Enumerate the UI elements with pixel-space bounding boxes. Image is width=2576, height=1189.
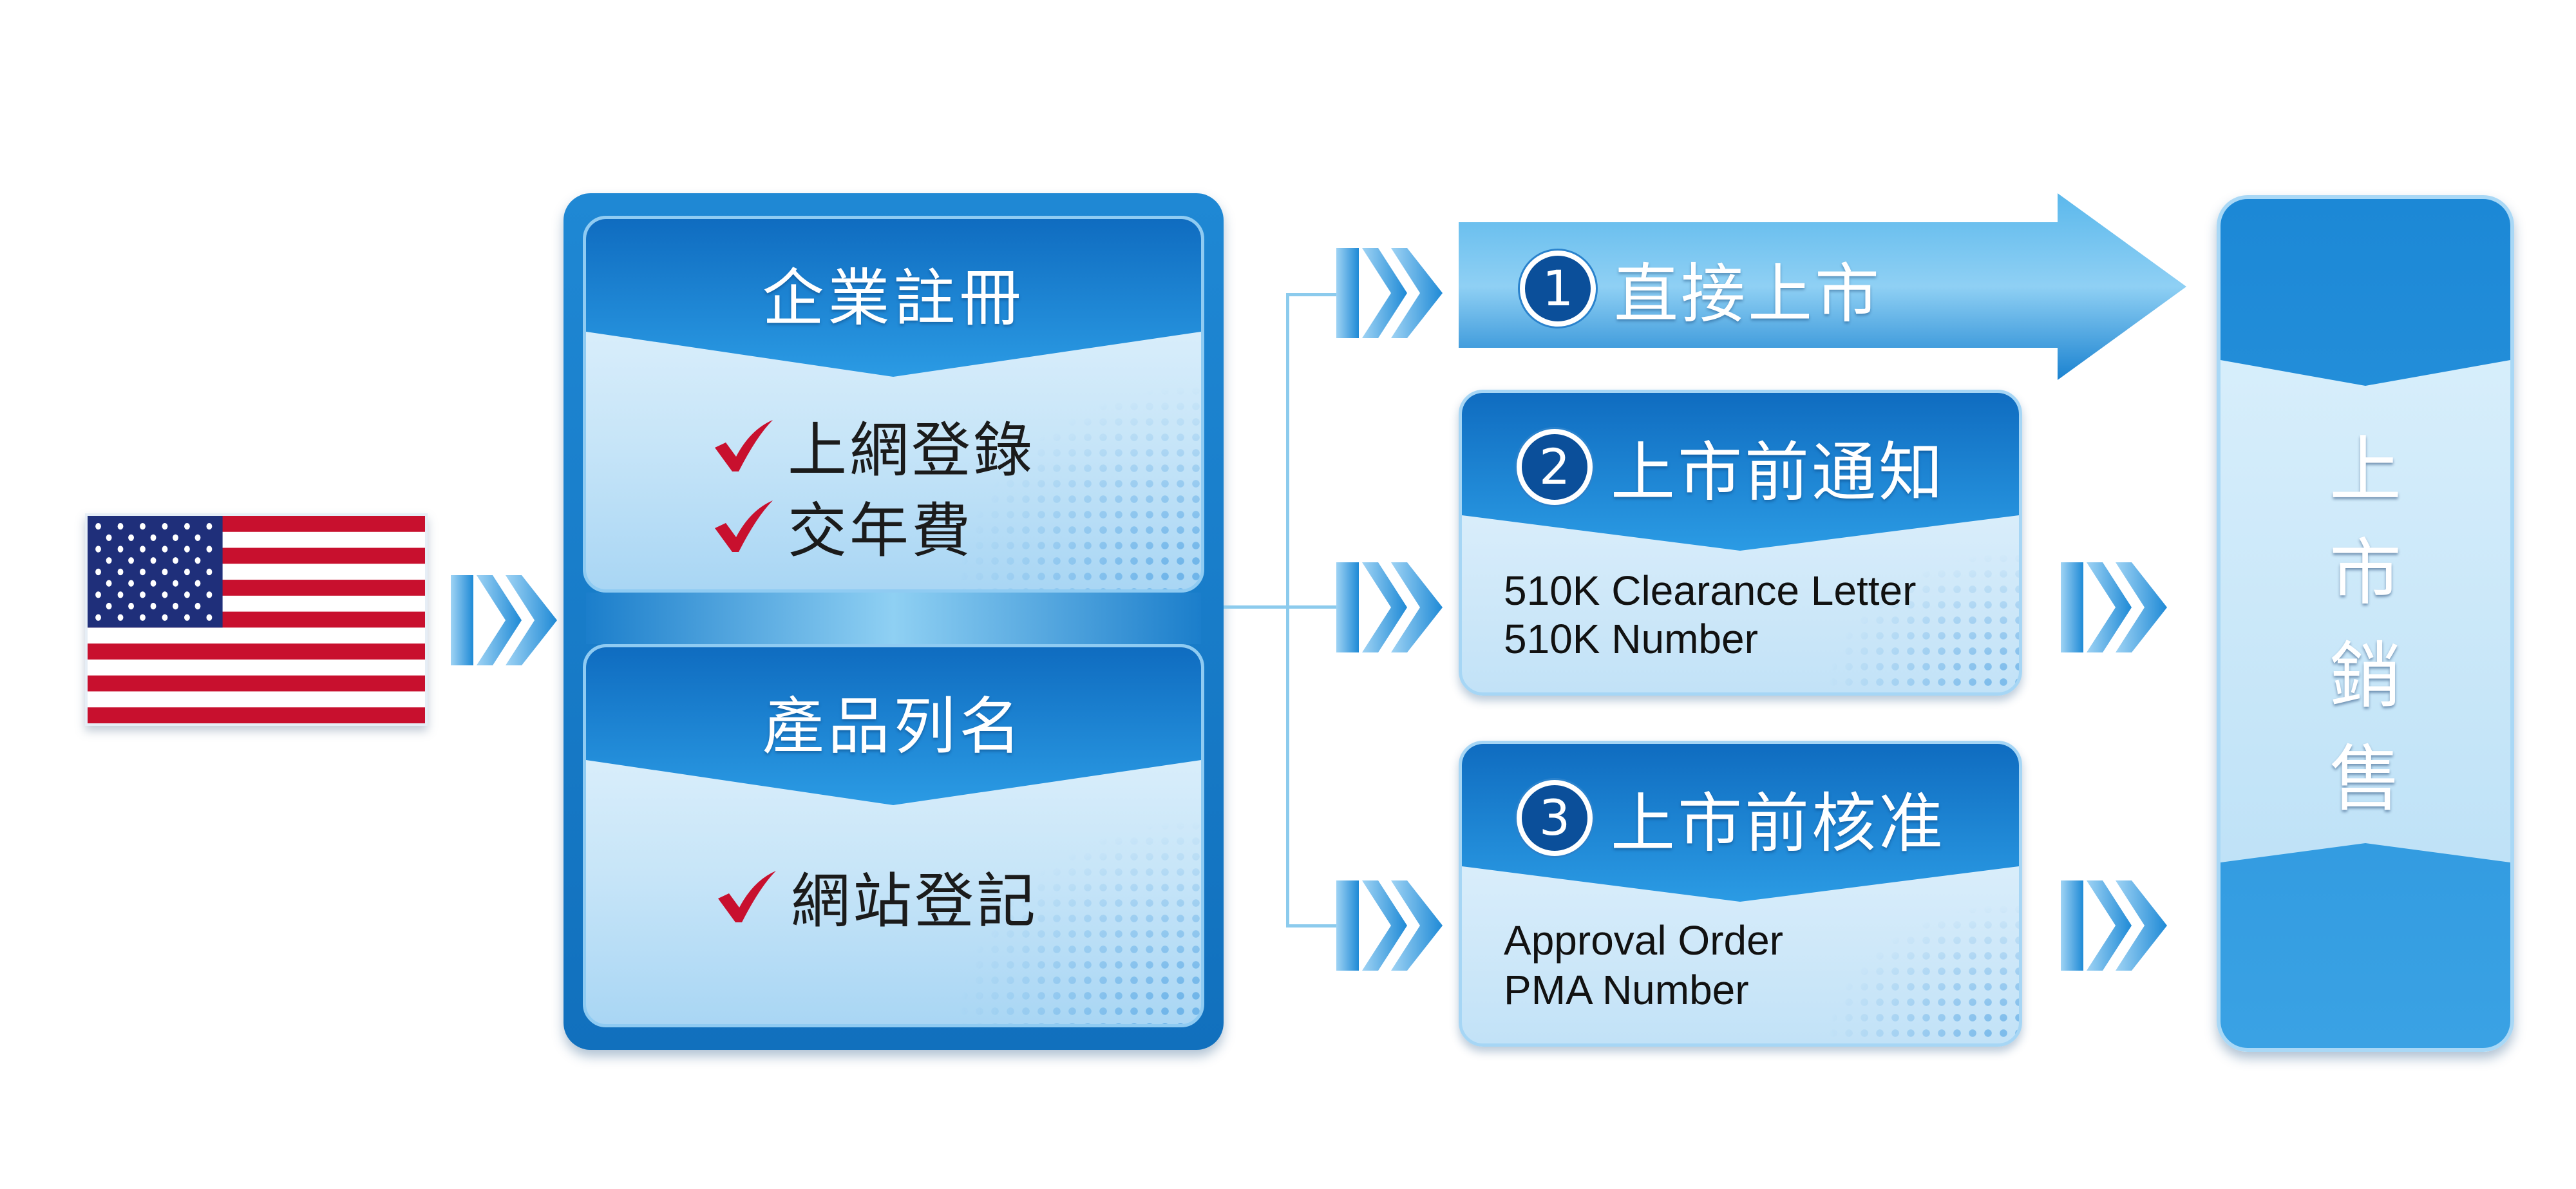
double-chevron-right-icon — [451, 572, 560, 669]
connector-line — [1286, 293, 1289, 927]
box-title: 2 上市前通知 — [1517, 420, 1946, 513]
premarket-notification-box: 2 上市前通知 510K Clearance Letter 510K Numbe… — [1459, 390, 2022, 696]
checklist-item: 網站登記 — [715, 853, 1038, 939]
dot-pattern — [1826, 902, 2019, 1043]
panel-title: 企業註冊 — [762, 262, 1025, 334]
dot-pattern — [956, 383, 1201, 589]
checkmark-icon — [715, 500, 773, 552]
box-line: 510K Clearance Letter — [1504, 567, 1917, 614]
double-chevron-right-icon — [1336, 245, 1446, 341]
dot-pattern — [1826, 551, 2019, 692]
market-sales-panel: 上 市 銷 售 — [2217, 195, 2514, 1052]
box-header — [1462, 393, 2019, 554]
double-chevron-right-icon — [1336, 559, 1446, 656]
checklist-item: 上網登錄 — [712, 403, 1035, 488]
checklist-item-label: 上網登錄 — [788, 416, 1036, 485]
premarket-approval-box: 3 上市前核准 Approval Order PMA Number — [1459, 741, 2022, 1047]
double-chevron-right-icon — [1336, 877, 1446, 974]
box-title: 3 上市前核准 — [1517, 771, 1946, 864]
step-number-badge: 3 — [1517, 779, 1593, 856]
box-line: 510K Number — [1504, 616, 1758, 662]
box-title-text: 上市前核准 — [1611, 786, 1946, 861]
box-line: PMA Number — [1504, 967, 1749, 1013]
product-listing-panel: 產品列名 網站登記 — [583, 644, 1204, 1027]
sales-char: 售 — [2329, 737, 2401, 821]
sales-char: 市 — [2329, 531, 2401, 615]
us-flag-icon — [85, 513, 428, 726]
path-title: 1 直接上市 — [1520, 242, 1882, 335]
double-chevron-right-icon — [2061, 877, 2170, 974]
sales-char: 銷 — [2329, 634, 2401, 718]
panel-header — [586, 219, 1201, 380]
connector-line — [1286, 293, 1357, 296]
company-registration-panel: 企業註冊 上網登錄 交年費 — [583, 216, 1204, 593]
panel-title: 產品列名 — [762, 690, 1025, 763]
connector-line — [1224, 605, 1288, 609]
connector-line — [1286, 605, 1357, 609]
box-header — [1462, 744, 2019, 905]
checklist-item: 交年費 — [712, 483, 973, 569]
box-title-text: 上市前通知 — [1611, 435, 1946, 510]
box-line: Approval Order — [1504, 917, 1783, 964]
step-number-badge: 2 — [1517, 428, 1593, 505]
path-title-text: 直接上市 — [1614, 256, 1882, 332]
dot-pattern — [956, 818, 1201, 1024]
sales-char: 上 — [2329, 428, 2401, 512]
double-chevron-right-icon — [2061, 559, 2170, 656]
direct-market-arrow — [1459, 193, 2186, 380]
checkmark-icon — [718, 870, 776, 922]
checklist-item-label: 交年費 — [788, 497, 974, 566]
step-number-badge: 1 — [1520, 250, 1596, 327]
connector-line — [1286, 924, 1357, 927]
panel-header — [586, 647, 1201, 808]
checkmark-icon — [715, 419, 773, 471]
checklist-item-label: 網站登記 — [791, 867, 1039, 936]
panel-divider — [586, 593, 1201, 644]
